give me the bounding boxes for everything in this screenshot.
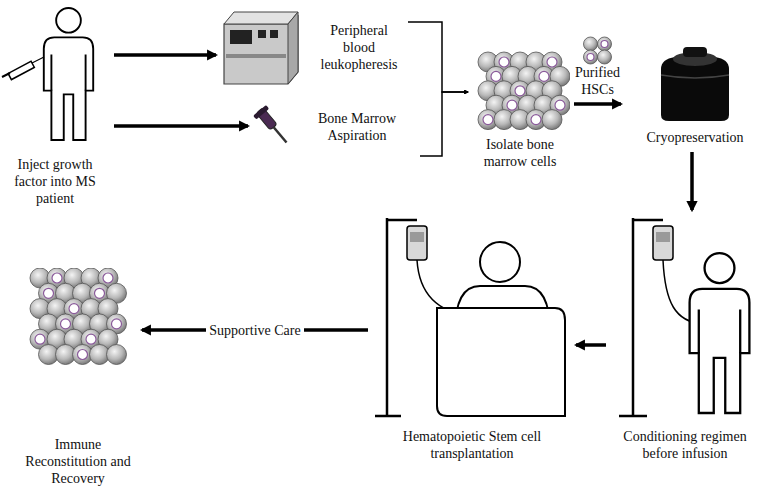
step-node: Hematopoietic Stem cell transplantation xyxy=(372,212,572,462)
step-illustration xyxy=(470,48,570,130)
step-node: Peripheral blood leukopheresis xyxy=(218,2,406,92)
step-node: Inject growth factor into MS patient xyxy=(0,5,110,207)
step-caption: Inject growth factor into MS patient xyxy=(2,156,108,207)
step-caption: Conditioning regimen before infusion xyxy=(612,428,758,462)
step-caption: Immune Reconstitution and Recovery xyxy=(19,436,137,487)
flow-arrow xyxy=(408,22,468,92)
step-node: Bone Marrow Aspiration xyxy=(250,104,418,149)
step-illustration xyxy=(615,212,755,422)
flow-arrow xyxy=(114,124,248,128)
step-caption: Hematopoietic Stem cell transplantation xyxy=(374,428,570,462)
step-illustration xyxy=(18,268,138,418)
step-illustration xyxy=(625,45,765,123)
step-illustration xyxy=(218,2,303,92)
step-illustration xyxy=(375,212,570,422)
step-node: Cryopreservation xyxy=(625,45,765,146)
step-caption: Isolate bone marrow cells xyxy=(472,136,568,170)
flow-arrow xyxy=(690,152,694,210)
step-node: Isolate bone marrow cells xyxy=(470,48,570,170)
edge-label: Purified HSCs xyxy=(565,64,631,98)
edge-label: Supportive Care xyxy=(206,322,303,339)
flow-arrow xyxy=(574,102,621,106)
purified-cells xyxy=(584,37,612,64)
step-node: Immune Reconstitution and Recovery xyxy=(18,268,138,487)
step-illustration xyxy=(0,5,110,150)
step-caption: Bone Marrow Aspiration xyxy=(307,110,407,144)
flow-arrow xyxy=(576,343,606,347)
step-caption: Peripheral blood leukopheresis xyxy=(315,22,403,73)
step-caption: Cryopreservation xyxy=(627,129,763,146)
step-illustration xyxy=(250,104,295,149)
flow-arrow xyxy=(114,53,216,57)
step-node: Conditioning regimen before infusion xyxy=(610,212,760,462)
flow-arrow xyxy=(420,92,468,156)
